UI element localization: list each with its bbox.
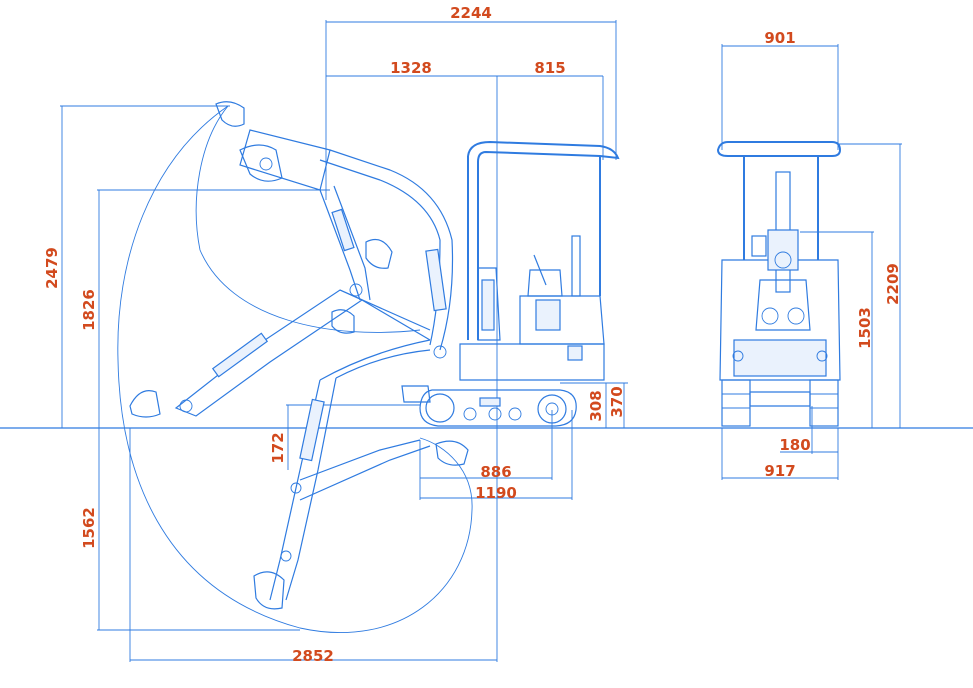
dim-min-ground-clearance: 180	[779, 436, 810, 454]
dim-overall-length: 2244	[450, 4, 492, 22]
dim-track-height: 370	[608, 386, 626, 417]
excavator-side-view	[129, 101, 620, 610]
dim-crawler-length: 1190	[475, 484, 517, 502]
excavator-front-view	[716, 141, 842, 427]
dim-tumbler-distance: 886	[480, 463, 511, 481]
dim-max-dump-height: 1826	[80, 289, 98, 331]
dimension-labels: 2244 1328 815 901 2479 1826 1562 172 886…	[43, 4, 902, 665]
reach-envelope	[117, 105, 473, 633]
dim-ground-clearance-counterweight: 308	[587, 390, 605, 421]
dim-overall-width: 917	[764, 462, 795, 480]
front-dimension-lines	[721, 44, 902, 480]
dim-length-to-center: 1328	[390, 59, 432, 77]
dim-cab-height: 2209	[884, 263, 902, 305]
dim-rear-to-cab: 815	[534, 59, 565, 77]
dim-blade-depth: 172	[269, 432, 287, 463]
dim-max-reach: 2852	[292, 647, 334, 665]
dim-max-dig-depth: 1562	[80, 507, 98, 549]
dim-boom-height: 1503	[856, 307, 874, 349]
dim-max-dig-height: 2479	[43, 247, 61, 289]
dim-track-width: 901	[764, 29, 795, 47]
side-dimension-lines	[60, 20, 628, 662]
